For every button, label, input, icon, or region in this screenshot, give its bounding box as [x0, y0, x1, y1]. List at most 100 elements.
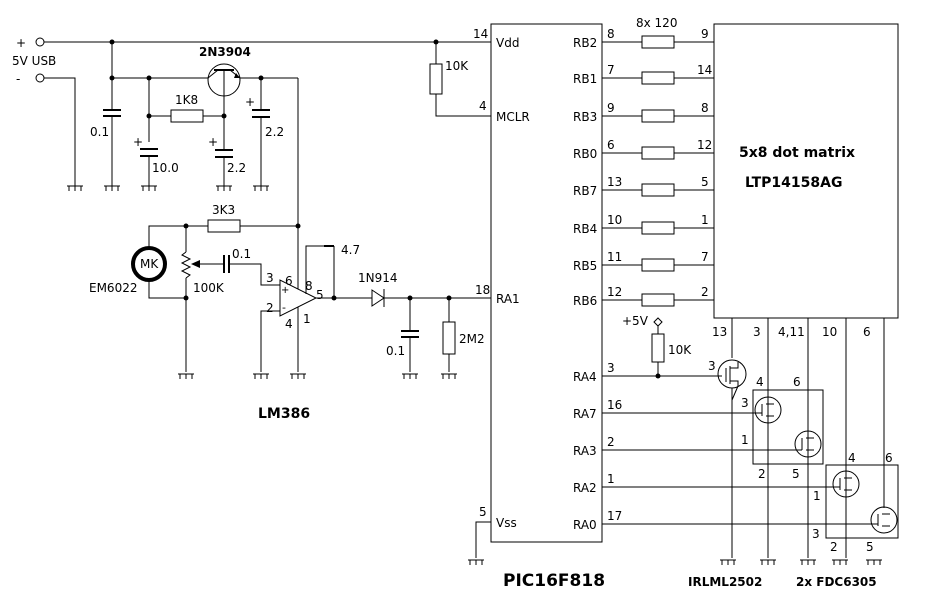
mcu-pin-num: 1 [607, 472, 615, 486]
svg-text:1: 1 [741, 433, 749, 447]
lm386-label: LM386 [258, 406, 310, 422]
c22a-label: 2.2 [227, 161, 246, 175]
detector-section: 1N914 0.1 2M2 [358, 271, 491, 372]
mcu-pin-num: 17 [607, 509, 622, 523]
mcu-pin-ra0: RA0 [573, 518, 597, 532]
svg-text:6: 6 [885, 451, 893, 465]
svg-text:2: 2 [830, 540, 838, 554]
r-2m2 [442, 321, 456, 355]
fdc6305-a [752, 389, 824, 465]
svg-text:3: 3 [708, 359, 716, 373]
display-line1: 5x8 dot matrix [739, 145, 855, 161]
mcu-pin-rb5: RB5 [573, 259, 597, 273]
mosfet-irlml2502 [717, 359, 747, 389]
mcu-pin-num: 12 [607, 285, 622, 299]
mic-section: 3K3 MK EM6022 100K 0.1 + - 3 2 6 4 8 1 5 [89, 203, 372, 422]
series-resistor [641, 35, 675, 49]
c1-label: 0.1 [90, 125, 109, 139]
mcu-pin-num: 8 [607, 27, 615, 41]
svg-text:14: 14 [473, 27, 488, 41]
svg-text:5: 5 [792, 467, 800, 481]
c10-label: 10.0 [152, 161, 179, 175]
series-resistor [641, 293, 675, 307]
svg-text:6: 6 [793, 375, 801, 389]
display-line2: LTP14158AG [745, 175, 842, 191]
svg-text:4,11: 4,11 [778, 325, 805, 339]
c01b-label: 0.1 [232, 247, 251, 261]
c22b-label: 2.2 [265, 125, 284, 139]
display-row-pin: 12 [697, 138, 712, 152]
r-10k-mclr [429, 63, 443, 95]
mcu-pin-rb0: RB0 [573, 147, 597, 161]
svg-text:5: 5 [316, 288, 324, 302]
mcu-pin-num: 16 [607, 398, 622, 412]
svg-text:Vdd: Vdd [496, 36, 519, 50]
svg-text:10: 10 [822, 325, 837, 339]
svg-text:+: + [133, 135, 143, 149]
svg-text:1: 1 [813, 489, 821, 503]
mcu-pin-num: 3 [607, 361, 615, 375]
mcu-pin-num: 11 [607, 250, 622, 264]
svg-text:MCLR: MCLR [496, 110, 530, 124]
series-resistor [641, 183, 675, 197]
svg-text:3: 3 [753, 325, 761, 339]
mcu-pin-num: 2 [607, 435, 615, 449]
pot-label: 100K [193, 281, 225, 295]
display-row-pin: 2 [701, 285, 709, 299]
display-row-pin: 7 [701, 250, 709, 264]
mcu-pin-rb1: RB1 [573, 72, 597, 86]
svg-text:Vss: Vss [496, 516, 517, 530]
r-1k8-label: 1K8 [175, 93, 198, 107]
mcu-pin-ra3: RA3 [573, 444, 597, 458]
svg-text:2: 2 [266, 301, 274, 315]
svg-text:4: 4 [756, 375, 764, 389]
fdc6305-label: 2x FDC6305 [796, 575, 877, 589]
svg-text:+: + [281, 285, 289, 296]
plus5v-label: +5V [622, 314, 649, 328]
series-resistor [641, 71, 675, 85]
svg-text:3: 3 [812, 527, 820, 541]
svg-text:3: 3 [266, 271, 274, 285]
mcu-pin-num: 9 [607, 101, 615, 115]
mcu-pin-num: 13 [607, 175, 622, 189]
svg-text:18: 18 [475, 283, 490, 297]
mcu-name: PIC16F818 [503, 571, 605, 591]
display-row-pin: 5 [701, 175, 709, 189]
svg-text:1: 1 [303, 312, 311, 326]
r-3k3-label: 3K3 [212, 203, 235, 217]
mcu-pin-rb2: RB2 [573, 36, 597, 50]
svg-text:4: 4 [848, 451, 856, 465]
c47-label: 4.7 [341, 243, 360, 257]
r2m2-label: 2M2 [459, 332, 485, 346]
mcu-pin-rb4: RB4 [573, 222, 597, 236]
svg-text:4: 4 [285, 317, 293, 331]
diode-1n914 [371, 289, 385, 307]
mcu-pin-num: 6 [607, 138, 615, 152]
display-row-pin: 1 [701, 213, 709, 227]
svg-text:+: + [208, 135, 218, 149]
svg-text:RA1: RA1 [496, 292, 520, 306]
svg-text:6: 6 [863, 325, 871, 339]
svg-text:4: 4 [479, 99, 487, 113]
svg-text:6: 6 [285, 274, 293, 288]
minus-terminal [35, 73, 45, 83]
svg-text:3: 3 [741, 396, 749, 410]
mcu-pin-rb7: RB7 [573, 184, 597, 198]
svg-text:-: - [282, 301, 286, 314]
r-1k8 [170, 109, 204, 123]
display-body [713, 23, 899, 319]
pic-mcu: PIC16F818 14 Vdd 10K 4 MCLR 18 RA1 5 Vss [429, 23, 605, 591]
series-resistor [641, 221, 675, 235]
diode-label: 1N914 [358, 271, 398, 285]
mcu-pin-ra4: RA4 [573, 370, 597, 384]
r10k-mclr-label: 10K [445, 59, 469, 73]
supply-section: 0.1 2N3904 1K8 + 10.0 + [90, 39, 301, 285]
r-3k3 [207, 219, 241, 233]
minus-sign: - [16, 72, 20, 86]
dot-matrix-display: 5x8 dot matrix LTP14158AG 8x 120 [636, 16, 899, 319]
svg-text:2: 2 [758, 467, 766, 481]
mcu-pin-rb3: RB3 [573, 110, 597, 124]
display-row-pin: 14 [697, 63, 712, 77]
resistor-array-label: 8x 120 [636, 16, 677, 30]
display-row-pin: 8 [701, 101, 709, 115]
